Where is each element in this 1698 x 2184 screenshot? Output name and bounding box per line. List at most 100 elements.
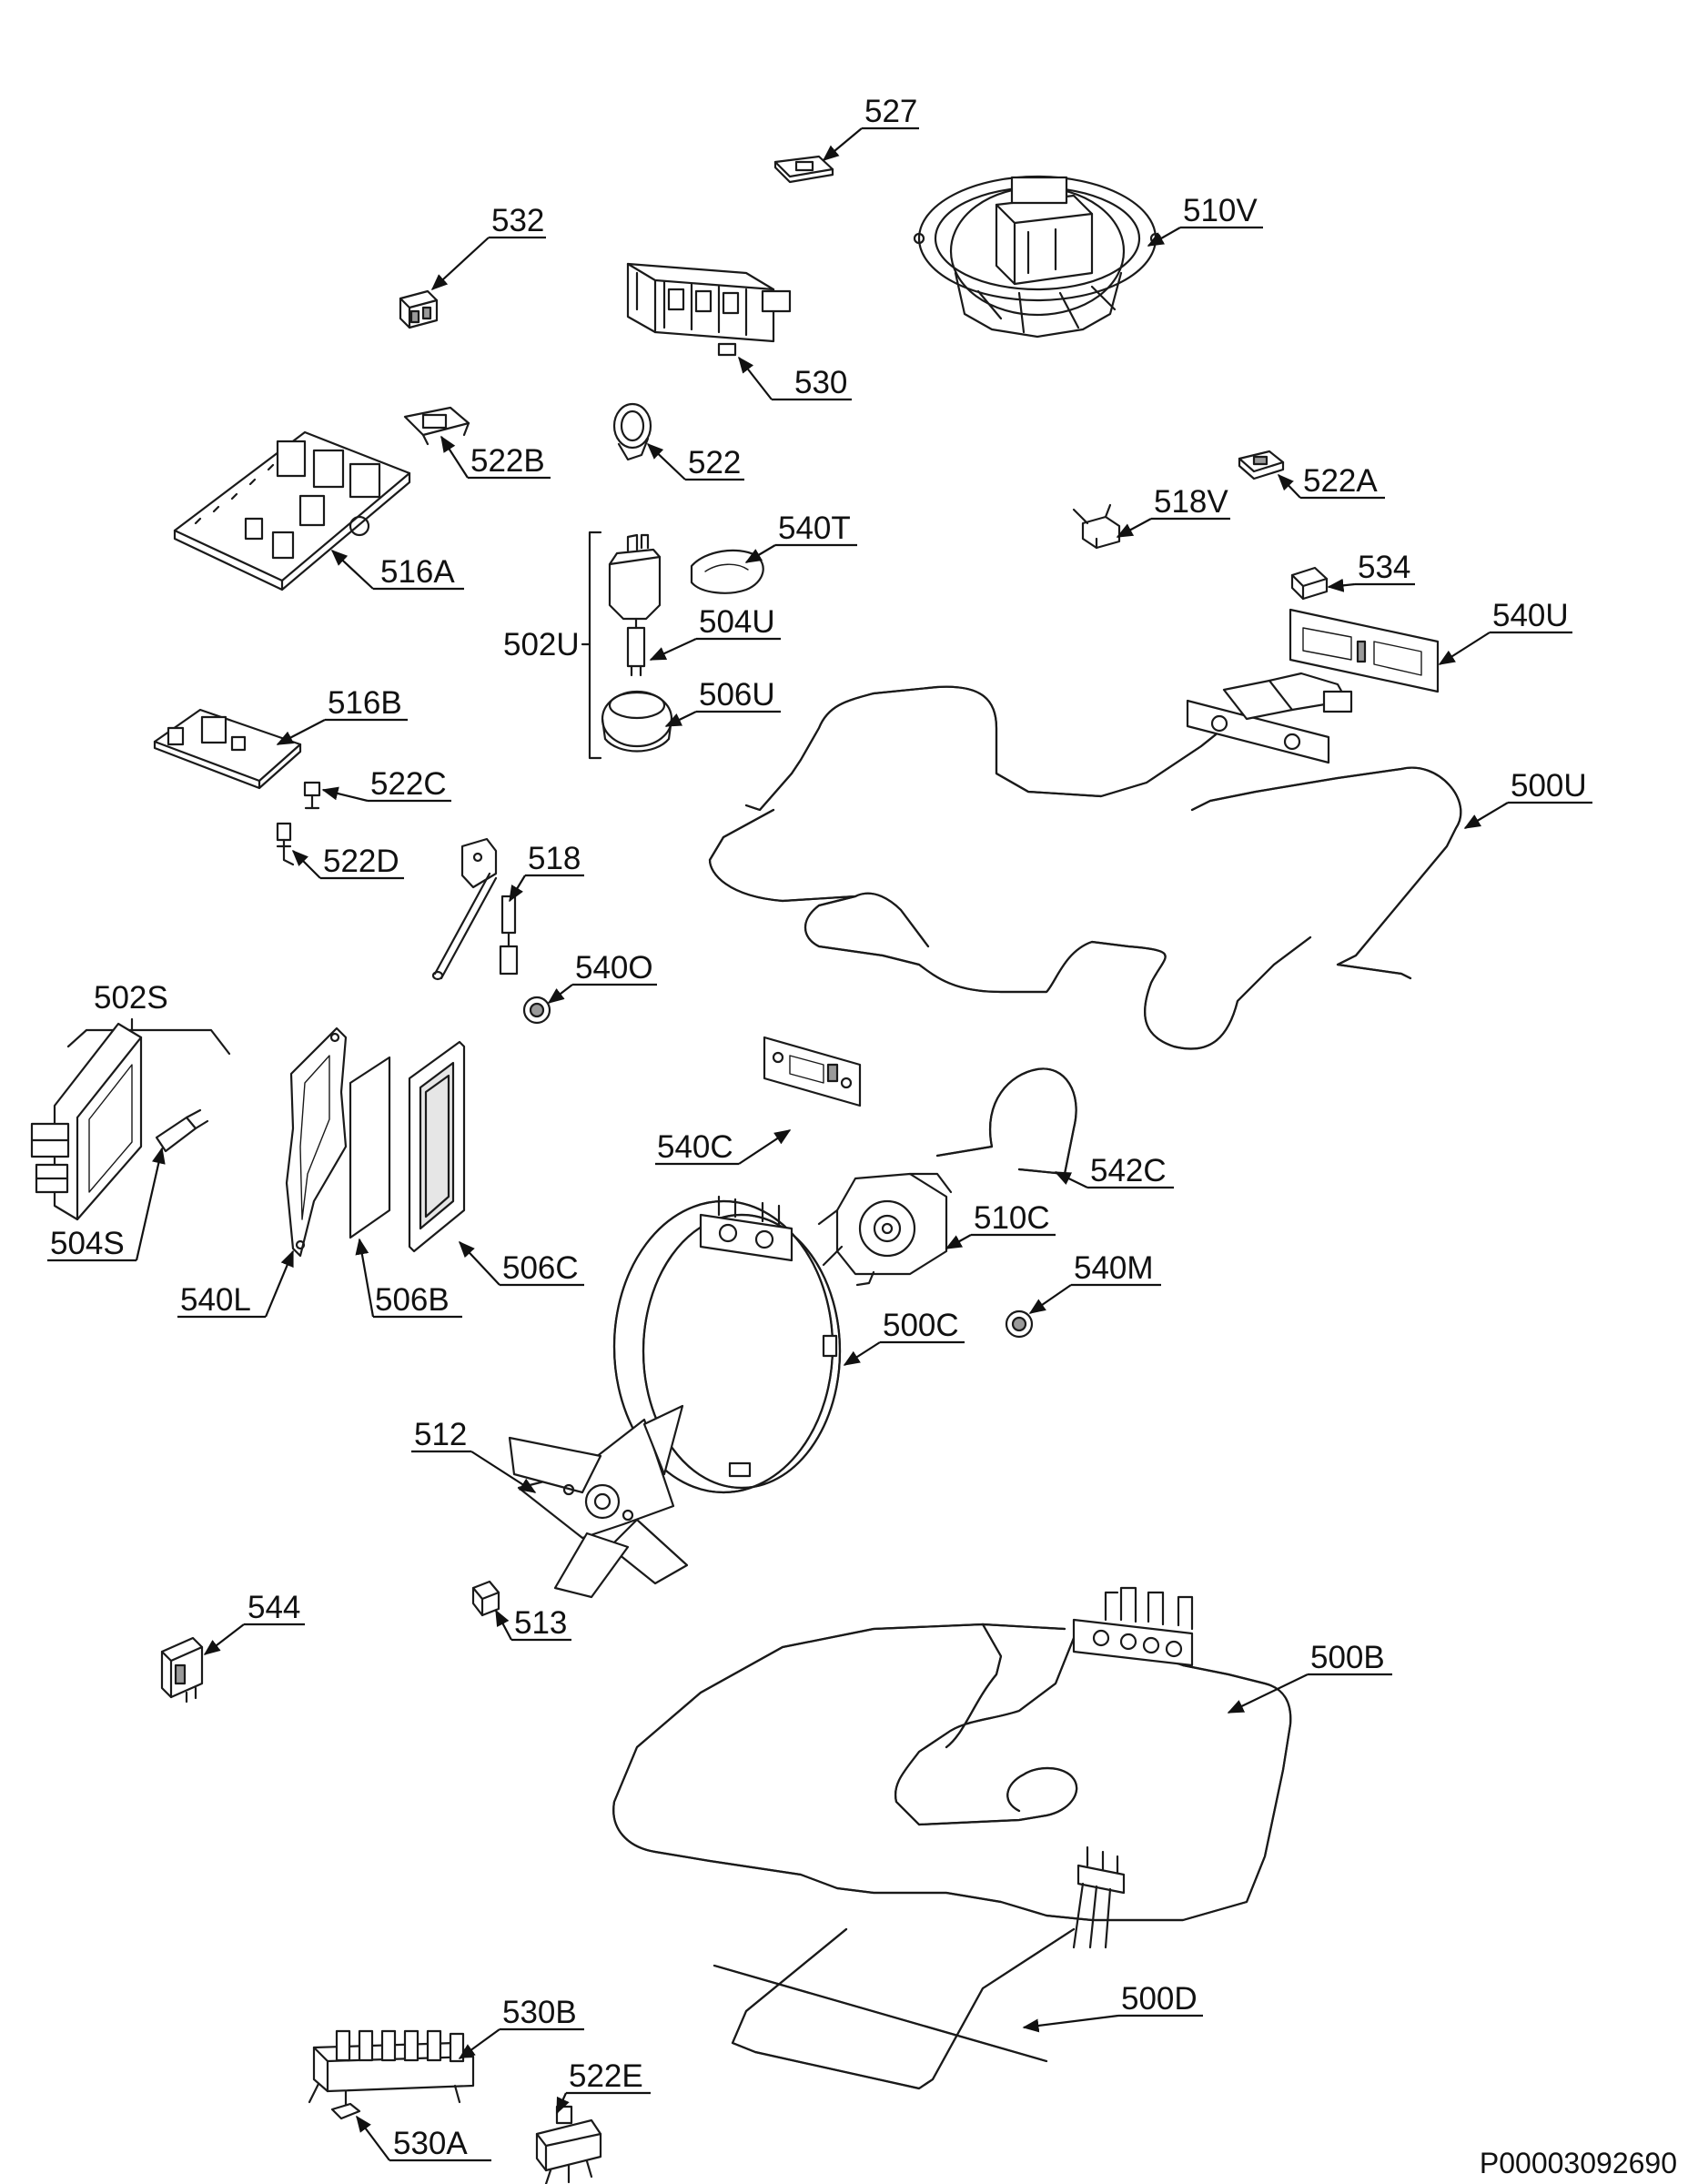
leader-540U <box>1438 632 1491 665</box>
leader-527 <box>822 127 863 161</box>
leader-522D <box>291 849 321 879</box>
leader-504U <box>649 638 697 661</box>
label-506B: 506B <box>375 1282 450 1318</box>
leader-544 <box>203 1623 245 1655</box>
part-502U-lamp-cover <box>608 533 662 621</box>
leader-532 <box>430 237 490 291</box>
part-540C-gasket <box>763 1036 862 1107</box>
part-534-cap <box>1290 566 1329 601</box>
leader-534 <box>1327 578 1356 592</box>
part-502S-group-bracket <box>66 1017 231 1056</box>
leader-522B <box>440 435 469 479</box>
part-502S-light-housing <box>30 1022 143 1221</box>
label-522B: 522B <box>470 443 545 479</box>
leader-540C <box>738 1129 792 1165</box>
part-522D-sensor <box>276 822 295 866</box>
label-522C: 522C <box>370 766 447 802</box>
leader-518V <box>1116 518 1152 538</box>
part-522A-clip <box>1238 450 1285 480</box>
leader-500U <box>1463 802 1509 829</box>
part-532-connector-block <box>399 289 439 329</box>
label-542C: 542C <box>1090 1153 1167 1188</box>
part-500C-circular-heater <box>612 1195 842 1494</box>
part-540M-grommet <box>1005 1309 1034 1339</box>
label-540C: 540C <box>657 1129 733 1165</box>
part-516B-board <box>153 708 302 790</box>
label-522E: 522E <box>569 2058 643 2094</box>
leader-540L <box>264 1249 295 1318</box>
part-506B-glass <box>349 1056 391 1239</box>
label-522A: 522A <box>1303 463 1378 499</box>
label-510C: 510C <box>974 1200 1050 1236</box>
leader-510C <box>945 1234 972 1249</box>
part-530B-terminal-strip <box>308 2029 475 2108</box>
leader-530 <box>738 356 773 400</box>
leader-516A <box>330 549 374 590</box>
part-527-bracket <box>773 155 834 184</box>
leader-540T <box>744 544 776 563</box>
part-544-switch <box>160 1636 204 1704</box>
part-540O-grommet <box>522 996 551 1025</box>
label-500D: 500D <box>1121 1981 1198 2017</box>
part-506C-frame <box>408 1040 466 1253</box>
label-518: 518 <box>528 841 581 876</box>
label-506C: 506C <box>502 1250 579 1286</box>
leader-522A <box>1277 473 1301 499</box>
leader-522C <box>321 786 369 803</box>
part-522-thermostat <box>612 402 652 461</box>
part-502U-group-bracket <box>581 531 602 760</box>
label-527: 527 <box>864 94 917 129</box>
label-512: 512 <box>414 1417 467 1452</box>
label-516B: 516B <box>328 685 402 721</box>
label-540L: 540L <box>180 1282 251 1318</box>
label-502S: 502S <box>94 980 168 1016</box>
document-id: P00003092690 <box>1480 2147 1677 2179</box>
leader-540M <box>1028 1284 1072 1314</box>
label-540M: 540M <box>1074 1250 1154 1286</box>
leader-500C <box>843 1341 881 1366</box>
label-540U: 540U <box>1492 598 1569 633</box>
label-513: 513 <box>514 1605 567 1641</box>
leader-516B <box>276 719 326 745</box>
label-530B: 530B <box>502 1995 577 2030</box>
leader-506C <box>458 1240 500 1286</box>
part-516A-control-board <box>173 430 411 592</box>
leader-512 <box>470 1451 537 1493</box>
part-542C-spring-clip <box>935 1067 1077 1176</box>
part-540T-gasket <box>690 549 764 594</box>
part-522E-thermostat <box>535 2105 602 2184</box>
leader-513 <box>495 1609 512 1641</box>
label-506U: 506U <box>699 677 775 713</box>
leader-506U <box>664 711 697 727</box>
label-516A: 516A <box>380 554 455 590</box>
part-518-probe <box>431 837 519 981</box>
label-500B: 500B <box>1310 1640 1385 1675</box>
part-510C-fan-motor <box>817 1172 953 1287</box>
leader-530B <box>458 2028 500 2059</box>
label-544: 544 <box>248 1590 300 1625</box>
leader-542C <box>1054 1171 1088 1188</box>
leader-504S <box>135 1147 166 1261</box>
part-513-nut <box>471 1580 500 1617</box>
label-510V: 510V <box>1183 193 1258 228</box>
label-522: 522 <box>688 445 741 480</box>
label-530: 530 <box>794 365 847 400</box>
part-504U-bulb <box>626 617 646 677</box>
leader-506B <box>355 1238 375 1318</box>
label-518V: 518V <box>1154 484 1228 520</box>
label-534: 534 <box>1358 550 1410 585</box>
label-502U: 502U <box>503 627 580 662</box>
leader-500B <box>1227 1673 1309 1714</box>
part-500U-top-heater <box>708 672 1462 1050</box>
part-500B-bottom-heater <box>612 1586 1292 1949</box>
leader-530A <box>356 2115 390 2161</box>
leader-510V <box>1147 227 1181 247</box>
part-540L-gasket <box>285 1026 348 1258</box>
label-530A: 530A <box>393 2126 468 2161</box>
part-512-fan-blade <box>508 1404 689 1599</box>
label-504S: 504S <box>50 1226 125 1261</box>
part-522C-sensor <box>303 781 321 810</box>
part-530-terminal-block <box>626 262 792 357</box>
part-504S-bulb <box>155 1108 209 1153</box>
